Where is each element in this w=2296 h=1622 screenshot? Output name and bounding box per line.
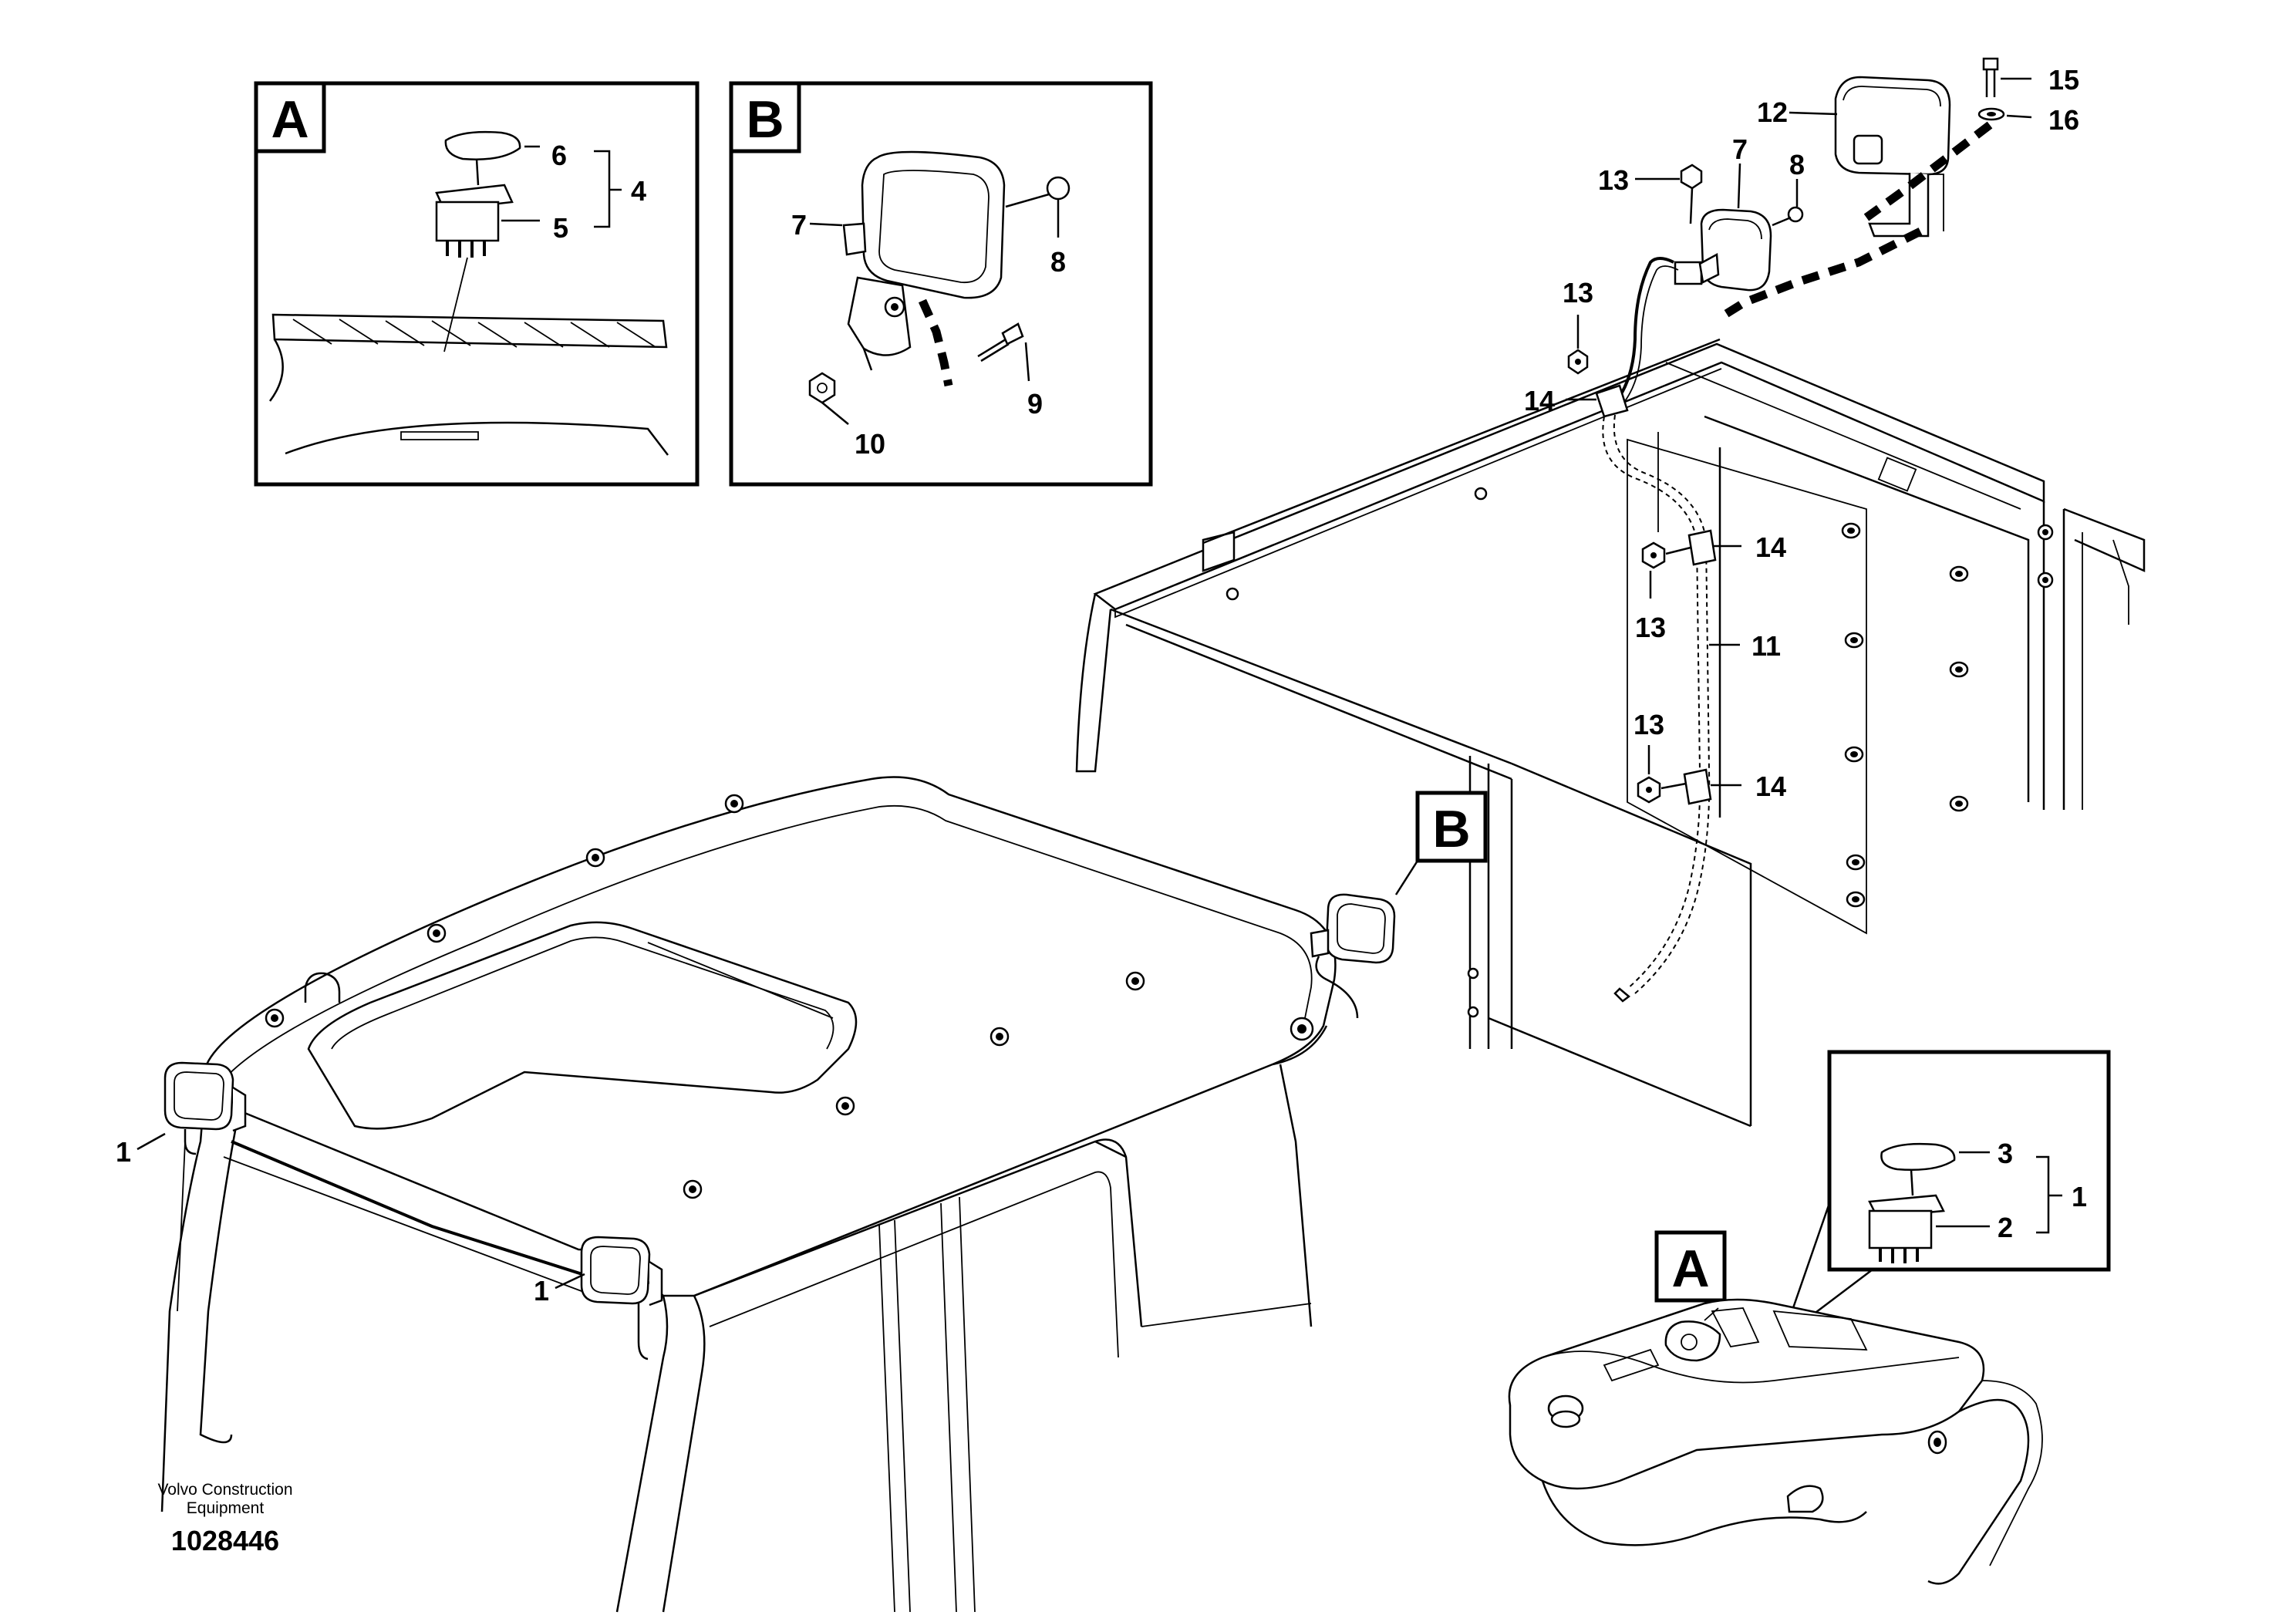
detail-b-reference-label: B (1432, 800, 1470, 858)
detail-box-b-label: B (746, 90, 784, 149)
callout-6: 6 (551, 140, 567, 171)
callout-1-left: 1 (116, 1136, 131, 1168)
switch-cap (444, 130, 521, 160)
drawing-number: 1028446 (171, 1525, 279, 1556)
detail-a-reference: A (1654, 1230, 1727, 1303)
callout-15: 15 (2048, 64, 2079, 96)
callout-1-right: 1 (2072, 1181, 2087, 1212)
callout-12: 12 (1757, 96, 1788, 128)
detail-box-a-lower (1786, 1050, 2111, 1327)
work-lamp-assembly-main (1567, 57, 2005, 418)
callout-1-mid: 1 (534, 1275, 549, 1307)
callout-8-detail: 8 (1050, 246, 1066, 278)
company-name-line2: Equipment (187, 1499, 265, 1517)
control-console (1508, 1298, 2043, 1585)
work-lamp-b (861, 150, 1006, 299)
callout-13-low: 13 (1633, 709, 1664, 740)
cab-lamp-right (1325, 893, 1396, 964)
callout-10: 10 (855, 428, 885, 460)
leader-lines (137, 77, 2062, 1290)
detail-box-b: B (729, 81, 1153, 487)
callout-11: 11 (1752, 630, 1781, 662)
callout-8-main: 8 (1789, 149, 1805, 180)
callout-14-low: 14 (1755, 771, 1786, 802)
callout-13-mid: 13 (1635, 612, 1666, 643)
callout-13-top: 13 (1598, 164, 1629, 196)
callout-16: 16 (2048, 104, 2079, 136)
company-name-line1: Volvo Construction (157, 1481, 292, 1499)
callout-14-mid: 14 (1755, 531, 1786, 563)
rocker-switch (435, 201, 500, 242)
cab-work-lamps (164, 893, 1396, 1361)
callout-14-top: 14 (1524, 385, 1555, 416)
callout-4: 4 (631, 175, 646, 207)
detail-box-a-label: A (271, 90, 308, 149)
cab-lamp-middle (580, 1236, 651, 1305)
callout-9: 9 (1027, 388, 1043, 420)
rocker-switch-lower (1868, 1209, 1933, 1249)
callout-7-main: 7 (1732, 133, 1748, 165)
hose-11 (1602, 414, 1717, 1003)
detail-b-reference: B (1394, 791, 1488, 895)
roof-skylight (307, 921, 858, 1130)
switch-cap-lower (1880, 1142, 1956, 1172)
footer: Volvo Construction Equipment 1028446 (157, 1481, 292, 1556)
callout-2: 2 (1998, 1212, 2013, 1243)
callout-13-left: 13 (1563, 277, 1593, 309)
callout-3: 3 (1998, 1138, 2013, 1169)
detail-box-a: A (254, 81, 700, 487)
detail-a-reference-label: A (1671, 1239, 1709, 1298)
cab-lamp-left (164, 1061, 234, 1131)
cab-roof (160, 776, 1337, 1613)
callout-labels: 6 5 4 7 8 9 10 12 15 16 7 8 13 13 14 14 … (116, 64, 2087, 1307)
cab-frame-upper (1075, 338, 2146, 1128)
callout-5: 5 (553, 212, 568, 244)
callout-7-detail: 7 (791, 209, 807, 241)
